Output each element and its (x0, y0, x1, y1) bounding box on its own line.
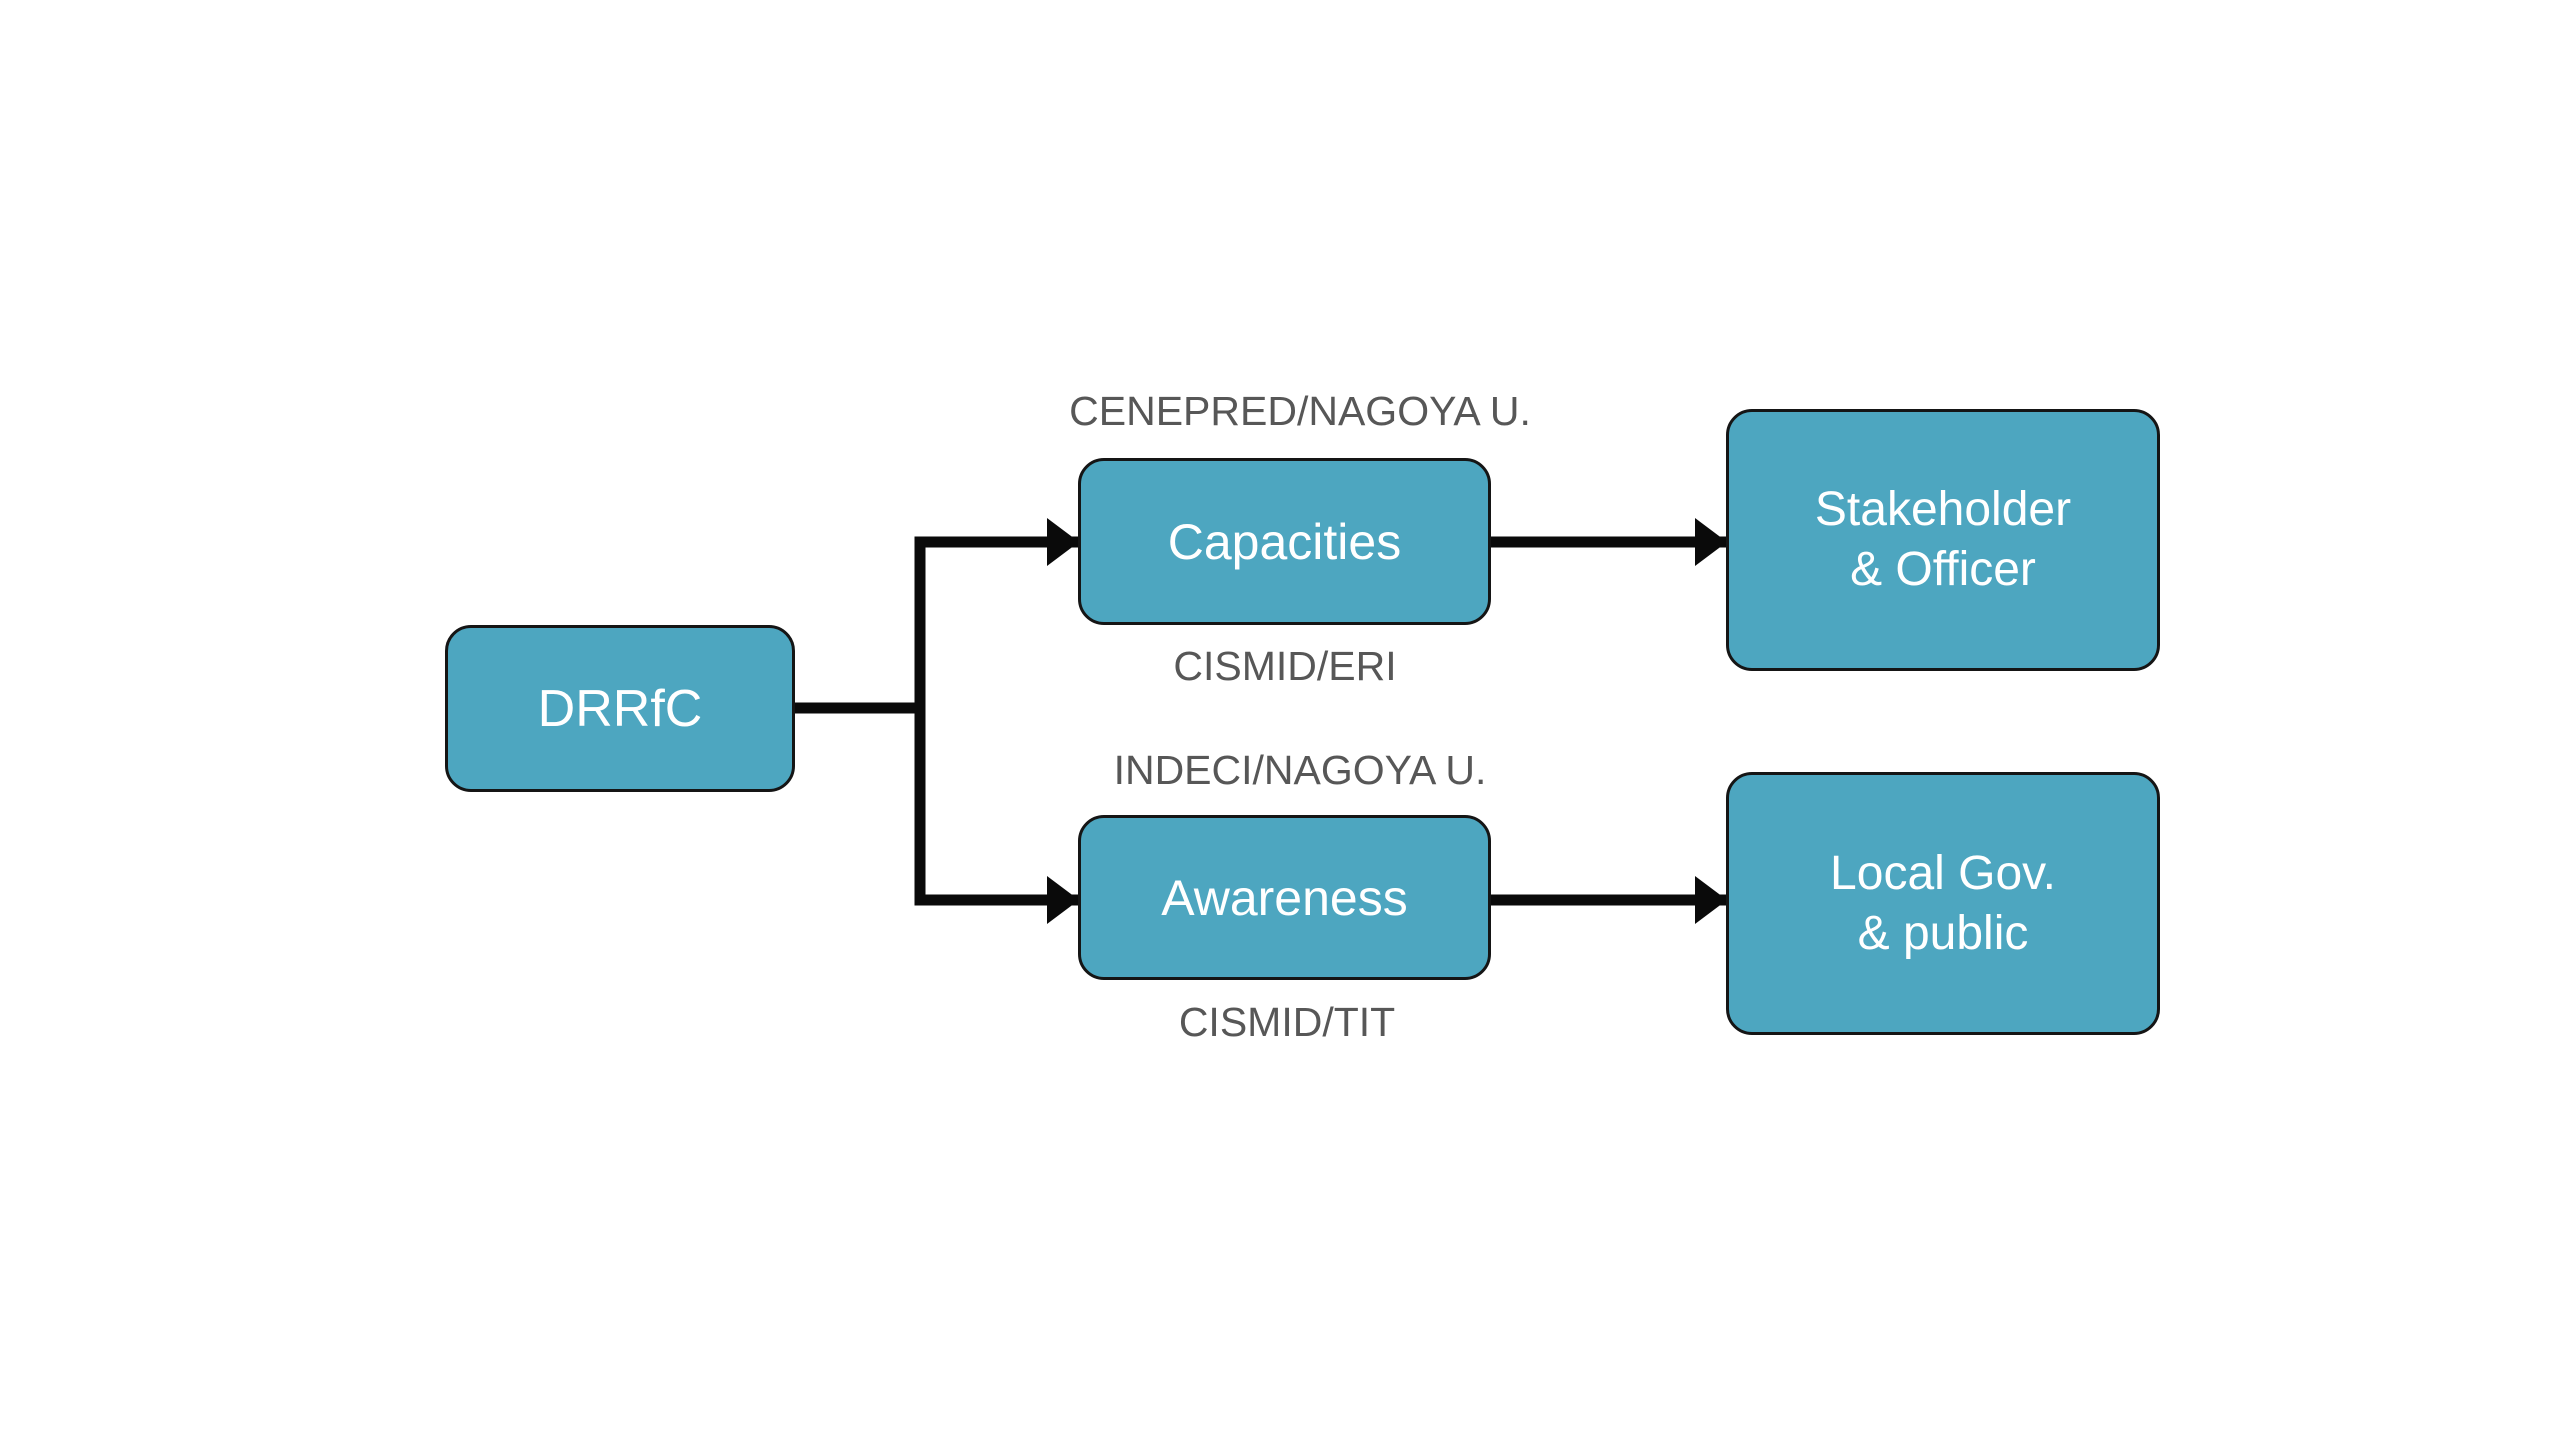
node-stakeholder-line2: & Officer (1850, 543, 2036, 596)
node-stakeholder-officer: Stakeholder & Officer (1726, 409, 2160, 671)
node-drrfc: DRRfC (445, 625, 795, 792)
node-localgov-line2: & public (1857, 906, 2029, 960)
node-localgov-line1: Local Gov. (1830, 846, 2056, 900)
node-capacities: Capacities (1078, 458, 1491, 625)
annotation-capacities-bottom: CISMID/ERI (1173, 643, 1397, 689)
annotation-awareness-bottom: CISMID/TIT (1178, 999, 1396, 1045)
node-capacities-label: Capacities (1167, 513, 1402, 570)
node-awareness: Awareness (1078, 815, 1491, 980)
node-local-gov-public: Local Gov. & public (1726, 772, 2160, 1035)
annotation-awareness-top: INDECI/NAGOYA U. (1113, 747, 1487, 793)
node-drrfc-label: DRRfC (537, 679, 703, 738)
node-stakeholder-line1: Stakeholder (1814, 483, 2072, 536)
annotation-capacities-top: CENEPRED/NAGOYA U. (1069, 388, 1531, 434)
node-awareness-label: Awareness (1161, 869, 1408, 926)
